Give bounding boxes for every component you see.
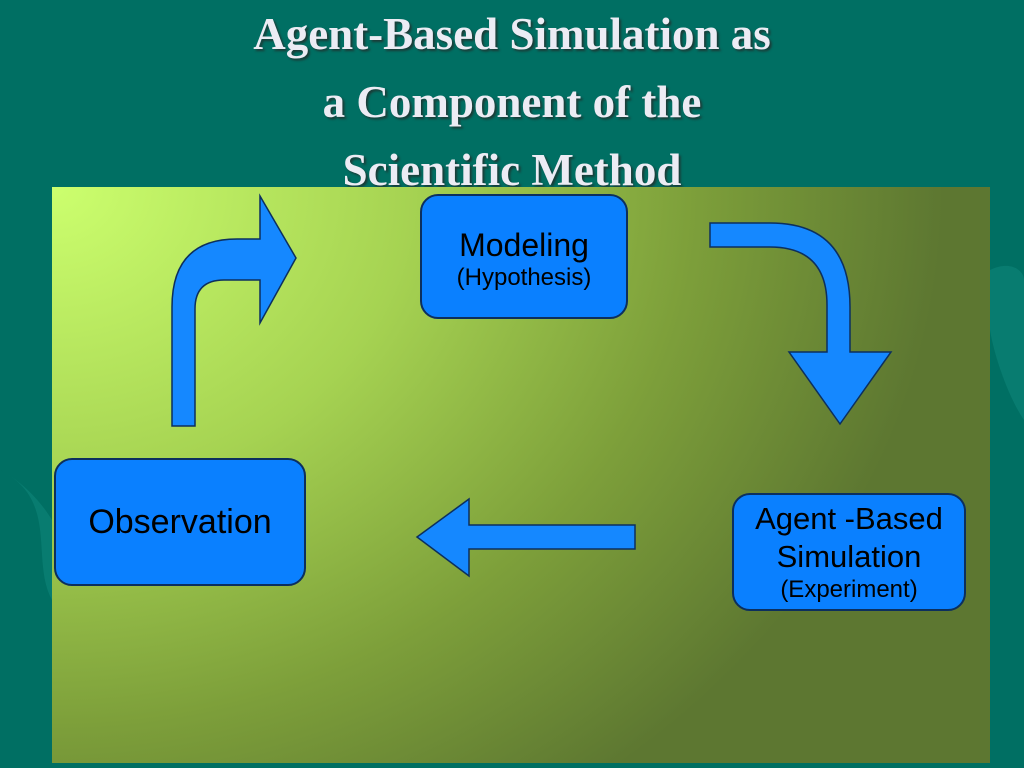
modeling-box: Modeling (Hypothesis): [420, 194, 628, 319]
observation-label: Observation: [88, 503, 272, 541]
arrow-modeling-to-simulation: [709, 222, 893, 426]
diagram-panel: Modeling (Hypothesis) Agent -Based Simul…: [52, 187, 990, 763]
modeling-sublabel: (Hypothesis): [456, 264, 592, 291]
title-line-2: a Component of the: [322, 77, 702, 127]
simulation-sublabel: (Experiment): [780, 576, 918, 603]
title-line-3: Scientific Method: [342, 145, 682, 195]
title-line-1: Agent-Based Simulation as: [253, 9, 771, 59]
modeling-label: Modeling: [459, 227, 589, 263]
simulation-label-line-1: Agent -Based: [755, 501, 943, 536]
arrow-simulation-to-observation: [415, 497, 636, 578]
simulation-box: Agent -Based Simulation (Experiment): [732, 493, 966, 611]
observation-box: Observation: [54, 458, 306, 586]
cycle-arrows: [171, 193, 893, 578]
simulation-label-line-2: Simulation: [776, 539, 922, 574]
slide-title: Agent-Based Simulation as a Component of…: [0, 0, 1024, 204]
arrow-observation-to-modeling: [171, 193, 297, 427]
